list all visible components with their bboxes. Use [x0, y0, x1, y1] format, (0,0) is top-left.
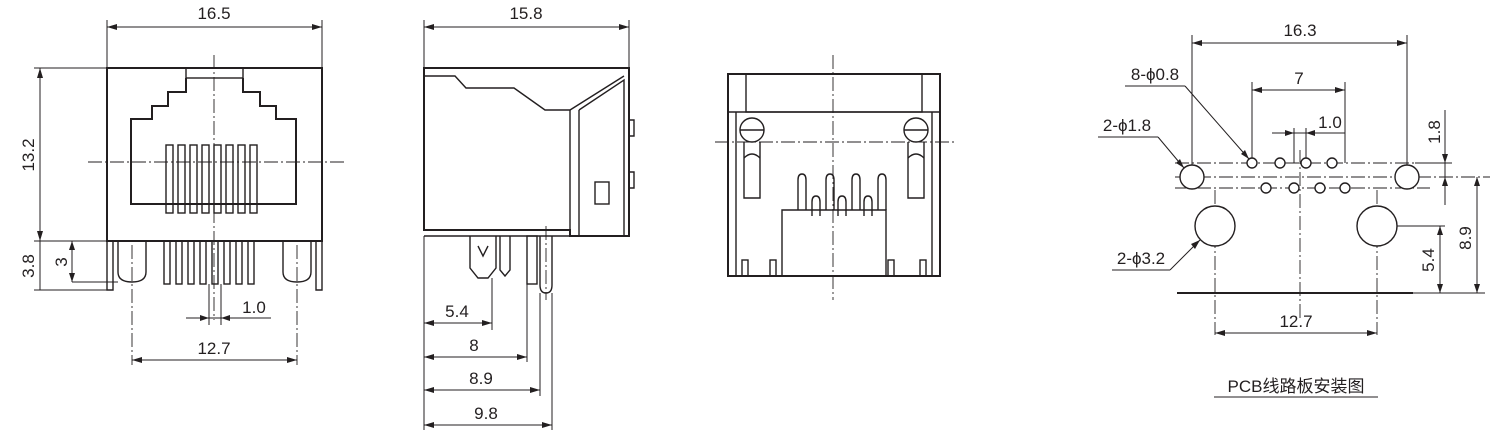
- locating-hole-left: [1194, 205, 1236, 247]
- front-view: 16.5: [19, 4, 345, 365]
- front-span-label: 12.7: [197, 339, 230, 358]
- side-view: 15.8 5.4 8 8.9: [423, 4, 635, 430]
- pcb-pin-holes-label: 8-ϕ0.8: [1131, 65, 1179, 84]
- locating-hole-right: [1356, 205, 1398, 247]
- mount-hole-right: [1394, 164, 1420, 190]
- side-dim-b: 8: [469, 336, 478, 355]
- pcb-post-span-label: 12.7: [1279, 312, 1312, 331]
- side-dim-a: 5.4: [445, 302, 469, 321]
- pcb-row-span-label: 7: [1294, 69, 1303, 88]
- mount-hole-left: [1179, 164, 1205, 190]
- front-pins: [163, 240, 255, 285]
- front-width-label: 16.5: [197, 4, 230, 23]
- side-dim-d: 9.8: [474, 404, 498, 423]
- side-dim-c: 8.9: [469, 369, 493, 388]
- pcb-offset-label: 1.8: [1425, 120, 1444, 144]
- pcb-locating-holes-label: 2-ϕ3.2: [1117, 249, 1165, 268]
- pcb-hole-offset-label: 5.4: [1419, 248, 1438, 272]
- pcb-caption: PCB线路板安装图: [1228, 377, 1365, 396]
- front-contacts: [165, 144, 258, 214]
- front-standoff-label: 3.8: [19, 254, 38, 278]
- pcb-mount-holes-label: 2-ϕ1.8: [1103, 116, 1151, 135]
- pcb-layout: 16.3 7 1.0: [1098, 21, 1490, 398]
- rear-contacts: [797, 173, 887, 216]
- pcb-height-label: 8.9: [1456, 226, 1475, 250]
- rear-view: [715, 55, 955, 300]
- side-depth-label: 15.8: [509, 4, 542, 23]
- front-height-label: 13.2: [19, 138, 38, 171]
- pcb-width-label: 16.3: [1283, 21, 1316, 40]
- front-leg-label: 3: [52, 257, 71, 266]
- front-pitch-label: 1.0: [242, 298, 266, 317]
- pcb-pitch-label: 1.0: [1318, 113, 1342, 132]
- pin-holes: [1246, 157, 1351, 194]
